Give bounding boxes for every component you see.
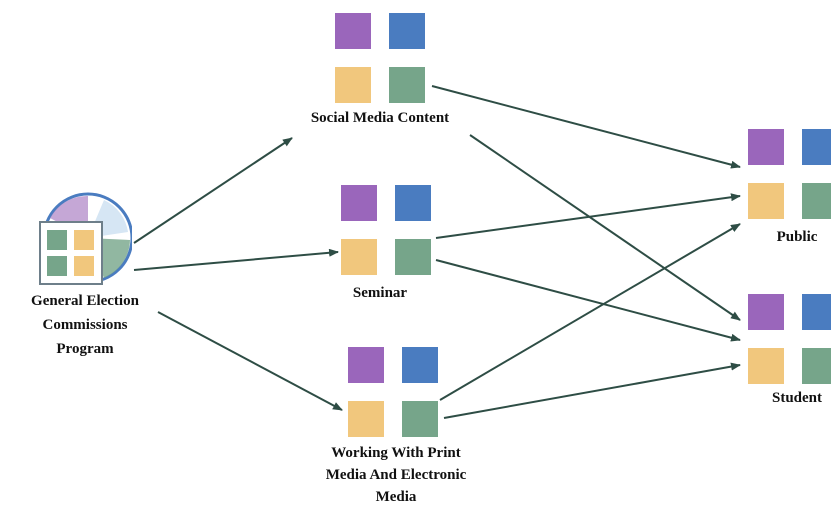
student-yellow-tile xyxy=(748,348,784,384)
print-media-label: Working With Print Media And Electronic … xyxy=(325,445,467,505)
student-purple-tile xyxy=(748,294,784,330)
print-media-blue-tile xyxy=(402,347,438,383)
social-media-label: Social Media Content xyxy=(310,110,450,126)
edge-source-to-seminar xyxy=(133,248,339,271)
edge-social-media-to-public xyxy=(431,85,741,169)
print-media-purple-tile xyxy=(348,347,384,383)
seminar-blue-tile xyxy=(395,185,431,221)
public-blue-tile xyxy=(802,129,831,165)
edge-social-media-to-student xyxy=(469,134,741,321)
student-label: Student xyxy=(771,390,823,406)
student-blue-tile xyxy=(802,294,831,330)
seminar-green-tile xyxy=(395,239,431,275)
public-yellow-tile xyxy=(748,183,784,219)
edge-print-media-to-student xyxy=(443,362,741,419)
seminar-label: Seminar xyxy=(352,285,408,301)
edge-source-to-social-media xyxy=(133,137,293,244)
print-media-yellow-tile xyxy=(348,401,384,437)
public-label: Public xyxy=(776,229,818,245)
social-media-purple-tile xyxy=(335,13,371,49)
seminar-yellow-tile xyxy=(341,239,377,275)
seminar-purple-tile xyxy=(341,185,377,221)
edge-seminar-to-public xyxy=(435,193,741,239)
student-green-tile xyxy=(802,348,831,384)
edge-seminar-to-student xyxy=(435,259,741,342)
social-media-blue-tile xyxy=(389,13,425,49)
public-green-tile xyxy=(802,183,831,219)
edge-source-to-print-media xyxy=(157,311,343,411)
program-icon xyxy=(38,192,134,286)
social-media-green-tile xyxy=(389,67,425,103)
print-media-green-tile xyxy=(402,401,438,437)
public-purple-tile xyxy=(748,129,784,165)
social-media-yellow-tile xyxy=(335,67,371,103)
edge-print-media-to-public xyxy=(439,223,741,401)
source-label: General Election Commissions Program xyxy=(31,293,139,357)
